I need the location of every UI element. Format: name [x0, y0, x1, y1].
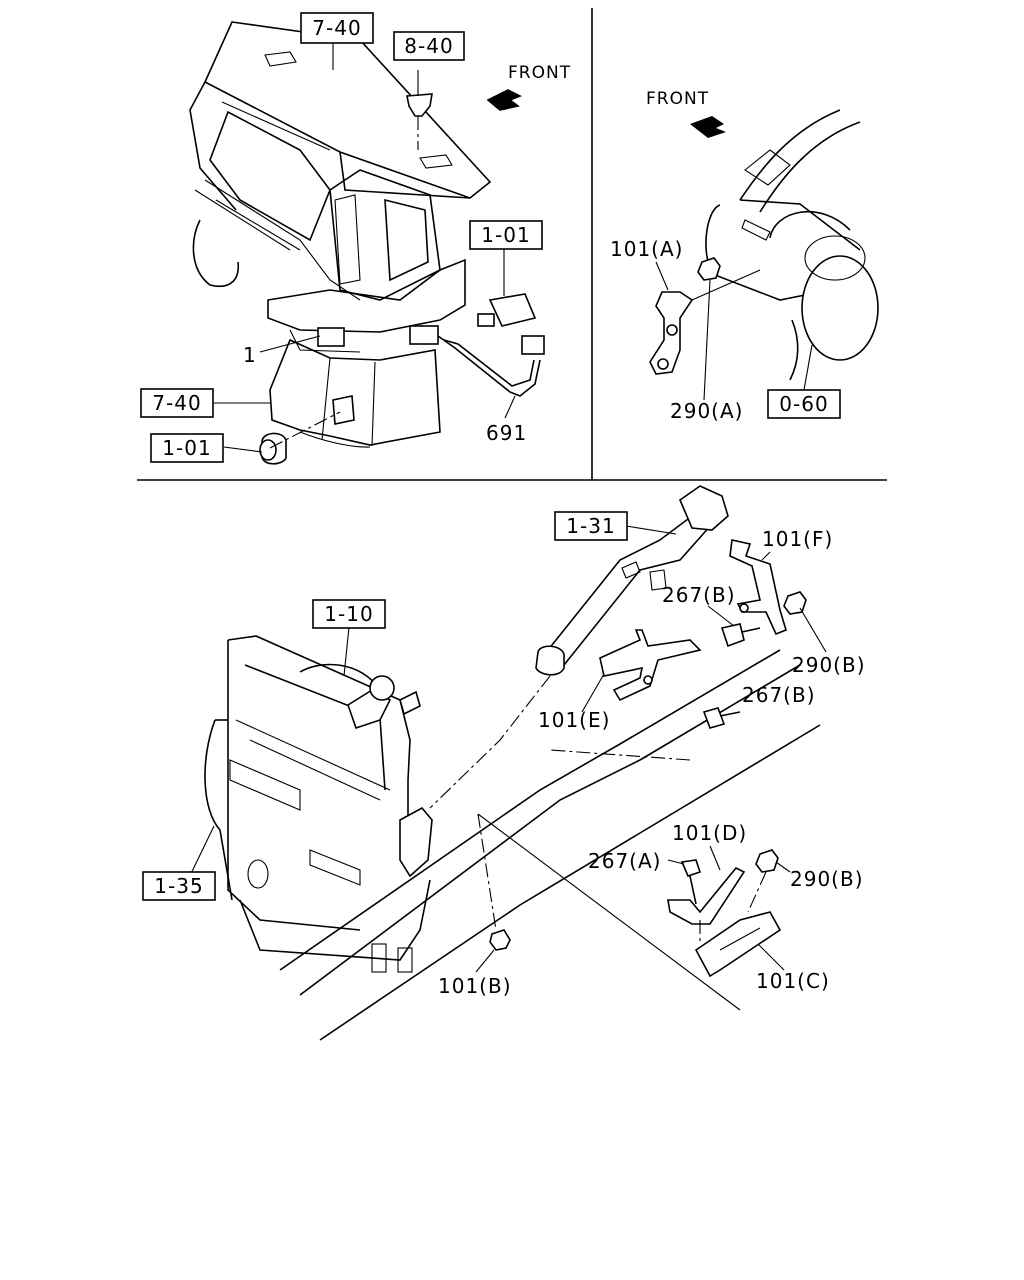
svg-text:7-40: 7-40 [152, 391, 201, 415]
radiator-drawing [204, 635, 821, 1041]
part-number-bracket-f: 101(F) [762, 527, 833, 551]
svg-text:1-01: 1-01 [481, 223, 530, 247]
ref-box-dash-upper: 7-40 [300, 12, 374, 44]
ref-box-radiator: 1-10 [312, 599, 386, 629]
starter-drawing [649, 109, 879, 381]
part-number-nut-a: 290(A) [670, 399, 743, 423]
part-number-bracket-c: 101(C) [756, 969, 830, 993]
ref-box-airhose: 1-31 [554, 511, 628, 541]
brackets-drawing [477, 539, 807, 1011]
part-number-bolt-b-upper: 267(B) [662, 583, 736, 607]
ref-box-intercooler: 1-35 [142, 871, 216, 901]
part-number-bracket-e: 101(E) [538, 708, 610, 732]
ref-box-plug: 1-01 [150, 433, 224, 463]
svg-text:1-35: 1-35 [154, 874, 203, 898]
dashboard-drawing [189, 21, 545, 465]
part-number-nut-b-lower: 290(B) [790, 867, 864, 891]
ref-box-starter: 0-60 [767, 389, 841, 419]
svg-text:1-01: 1-01 [162, 436, 211, 460]
front-label-top-right: FRONT [646, 89, 709, 109]
part-number-nut-b-upper: 290(B) [792, 653, 866, 677]
part-number-bolt-a: 267(A) [588, 849, 661, 873]
svg-text:1-31: 1-31 [566, 514, 615, 538]
part-number-switch: 1 [243, 343, 257, 367]
svg-text:1-10: 1-10 [324, 602, 373, 626]
part-number-bracket-a: 101(A) [610, 237, 683, 261]
part-number-bolt-b-lower: 267(B) [742, 683, 816, 707]
part-number-harness: 691 [486, 421, 527, 445]
air-hose-drawing [429, 485, 729, 809]
ref-box-clip: 8-40 [393, 31, 465, 61]
svg-text:7-40: 7-40 [312, 16, 361, 40]
svg-text:8-40: 8-40 [404, 34, 453, 58]
ref-box-dash-lower: 7-40 [140, 388, 214, 418]
leader-lines-top-left [212, 42, 516, 453]
leader-lines-top-right [655, 261, 813, 401]
ref-box-switch: 1-01 [469, 220, 543, 250]
svg-text:0-60: 0-60 [779, 392, 828, 416]
panel-dividers [137, 8, 887, 481]
part-number-clip-b: 101(B) [438, 974, 512, 998]
part-number-bracket-d: 101(D) [672, 821, 747, 845]
front-label-top-left: FRONT [508, 63, 571, 83]
